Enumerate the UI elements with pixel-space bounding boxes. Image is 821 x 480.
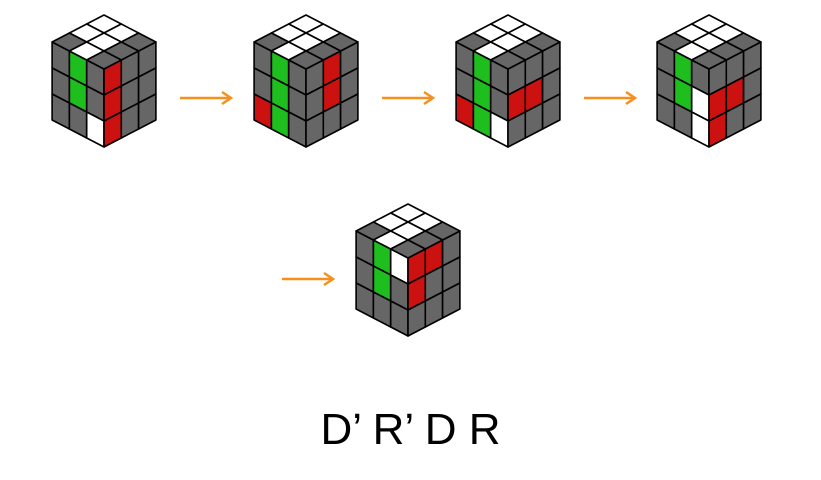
- cube-sticker-right: [541, 93, 561, 130]
- cube-2: [253, 14, 359, 148]
- cube-sticker-top: [489, 50, 527, 70]
- arrow-head: [625, 90, 638, 106]
- cube-sticker-top: [690, 50, 728, 70]
- cube-3: [455, 14, 561, 148]
- arrow-head: [323, 271, 336, 287]
- cube-sticker-right: [137, 93, 157, 130]
- algorithm-notation: D’ R’ D R: [320, 405, 501, 454]
- cube-sticker-top: [389, 239, 427, 259]
- cube-1: [51, 14, 157, 148]
- cube-sticker-right: [339, 93, 359, 130]
- arrow-head: [423, 90, 436, 106]
- cube-5: [355, 203, 461, 337]
- cube-sticker-top: [85, 50, 123, 70]
- right-arrow-icon: [382, 90, 436, 106]
- right-arrow-icon: [180, 90, 234, 106]
- cube-4: [656, 14, 762, 148]
- cube-sticker-right: [742, 93, 762, 130]
- right-arrow-icon: [584, 90, 638, 106]
- right-arrow-icon: [282, 271, 336, 287]
- cube-sticker-top: [287, 50, 325, 70]
- cube-sticker-right: [441, 282, 461, 319]
- arrow-head: [221, 90, 234, 106]
